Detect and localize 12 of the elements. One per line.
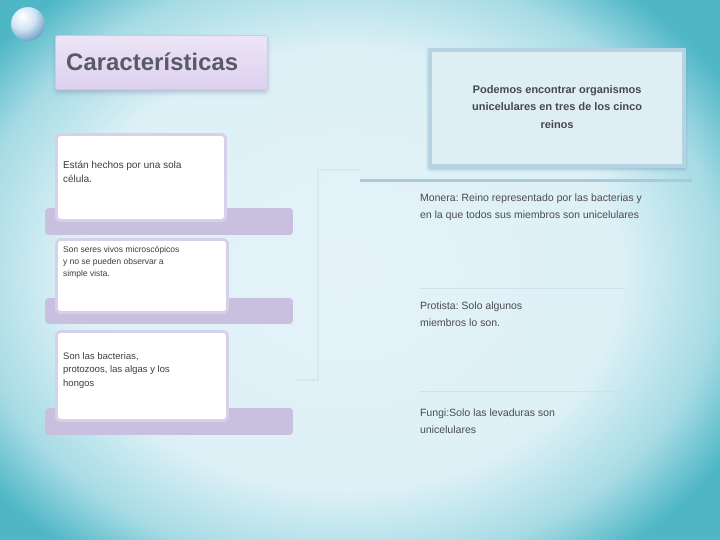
- list-item-card: [45, 133, 293, 235]
- kingdom-note: Protista: Solo algunos miembros lo son.: [420, 299, 524, 331]
- card-text: Son seres vivos microscópicos y no se pueden observar a simple vista.: [63, 244, 180, 280]
- kingdom-note: Monera: Reino representado por las bacterias y en la que todos sus miembros son unicelulares: [420, 191, 642, 223]
- card-text: Están hechos por una sola célula.: [63, 159, 182, 187]
- card-text: Son las bacterias, protozoos, las algas y los hongos: [63, 350, 171, 390]
- list-item-card: [45, 238, 293, 324]
- kingdom-note: Fungi:Solo las levaduras son unicelulares: [420, 406, 556, 438]
- title-box: Características: [55, 35, 268, 90]
- heading-box: [428, 48, 686, 168]
- list-item-card: [45, 330, 293, 435]
- heading-text: Podemos encontrar organismos unicelulares en tres de los cinco reinos: [471, 82, 643, 133]
